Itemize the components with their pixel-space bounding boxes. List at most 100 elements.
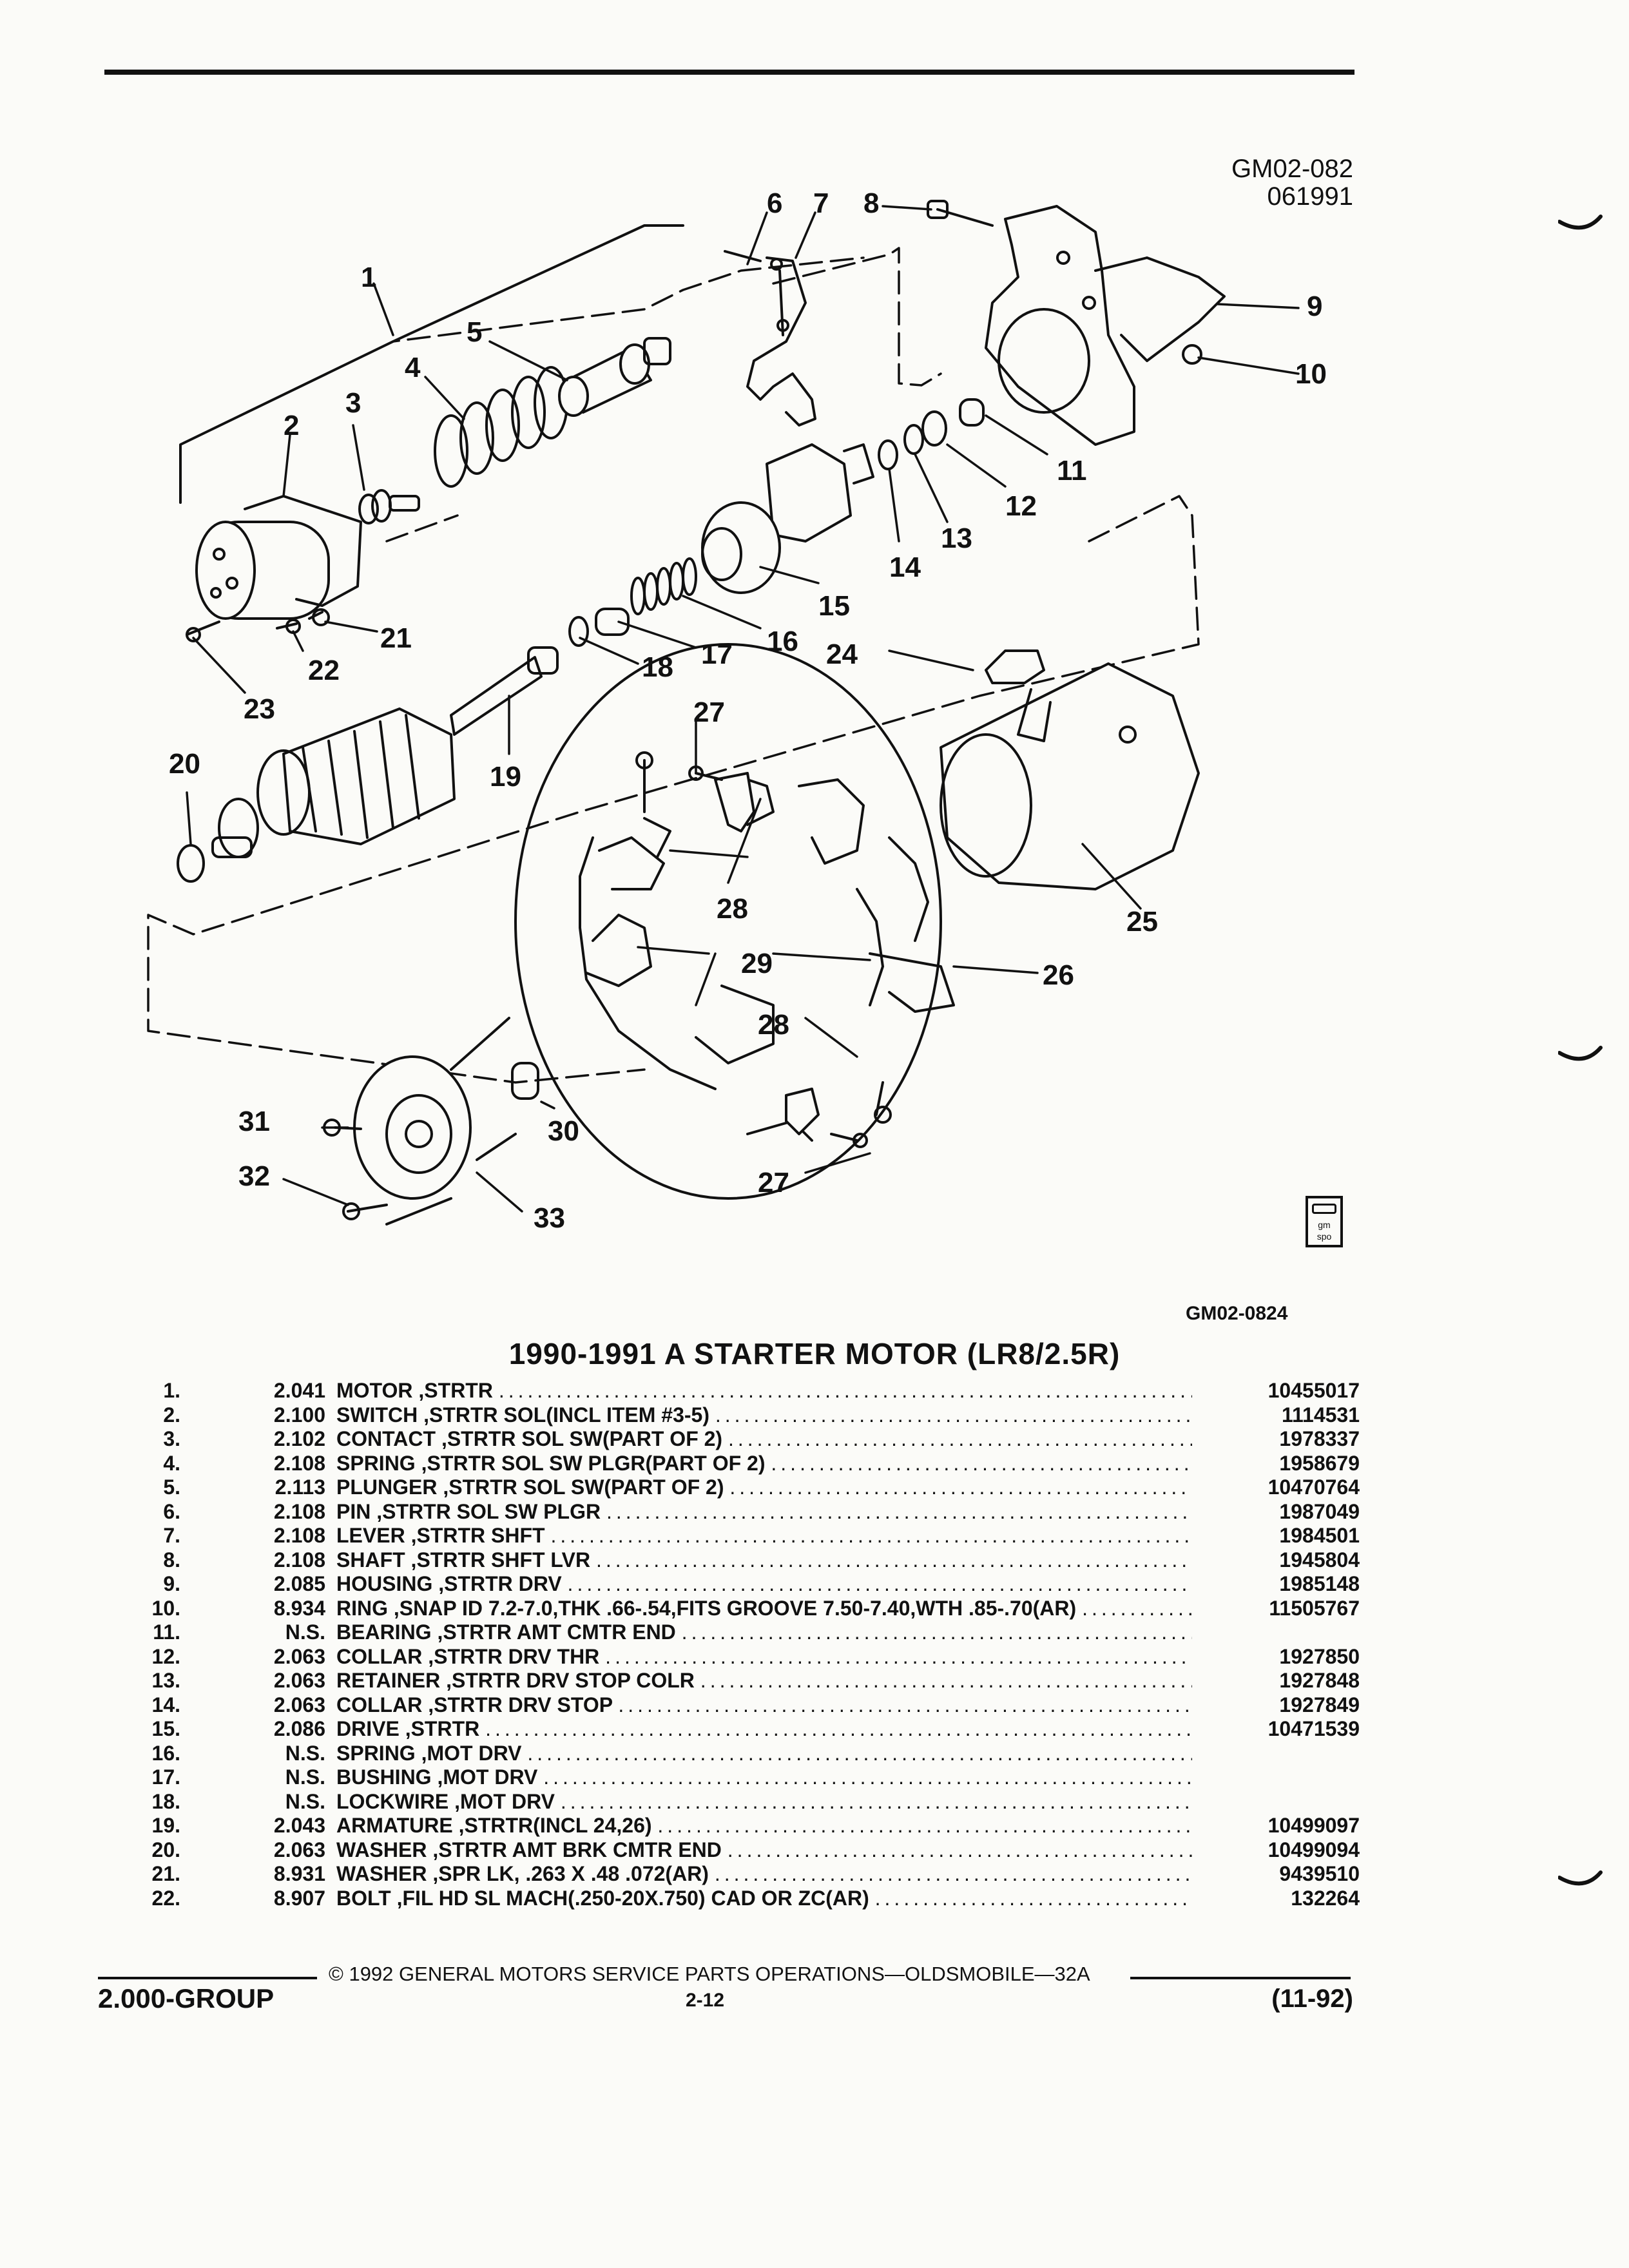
part-description: LOCKWIRE ,MOT DRV ......................… (336, 1789, 1192, 1813)
part-name: SHAFT (336, 1548, 405, 1571)
part-detail: ,STRTR DRV STOP (428, 1693, 613, 1716)
callout-24: 24 (826, 639, 858, 670)
item-number: 19. (151, 1814, 180, 1837)
item-number: 4. (163, 1451, 180, 1475)
part-name: HOUSING (336, 1572, 433, 1595)
part-number: 1985148 (1279, 1572, 1360, 1595)
part-name: BOLT (336, 1886, 391, 1910)
item-number: 10. (151, 1596, 180, 1620)
group-number: 2.108 (273, 1451, 325, 1475)
part-detail: ,STRTR AMT BRK CMTR END (432, 1838, 722, 1861)
item-number: 14. (151, 1693, 180, 1716)
diagram-date: 061991 (1267, 182, 1353, 211)
callout-4: 4 (405, 352, 421, 383)
page-title: 1990-1991 A STARTER MOTOR (LR8/2.5R) (508, 1337, 1121, 1370)
part-number: 9439510 (1279, 1862, 1360, 1885)
part-number: 1927850 (1279, 1644, 1360, 1668)
group-number: 8.907 (273, 1886, 325, 1910)
footer-rule-right (1130, 1977, 1351, 1979)
part-detail: ,STRTR SOL SW PLGR (376, 1499, 601, 1523)
figure-reference: GM02-0824 (1186, 1303, 1288, 1324)
item-number: 17. (151, 1765, 180, 1789)
part-name: SPRING (336, 1741, 416, 1765)
group-number: 2.063 (273, 1838, 325, 1861)
group-label: 2.000-GROUP (98, 1983, 275, 2013)
callout-32: 32 (238, 1160, 270, 1192)
part-name: PLUNGER (336, 1475, 438, 1499)
callout-23: 23 (244, 693, 275, 725)
item-number: 21. (151, 1862, 180, 1885)
gm-spo-logo: gm spo (1306, 1196, 1343, 1247)
part-name: RING (336, 1596, 388, 1620)
part-name: SWITCH (336, 1403, 418, 1427)
part-name: CONTACT (336, 1427, 436, 1450)
parts-row: 21. 8.931 WASHER ,SPR LK, .263 X .48 .072(… (122, 1862, 1360, 1887)
group-number: 2.086 (273, 1717, 325, 1740)
part-number: 1927848 (1279, 1669, 1360, 1692)
callout-33: 33 (534, 1202, 565, 1234)
part-description: SHAFT ,STRTR SHFT LVR ..................… (336, 1548, 1192, 1571)
part-detail: ,STRTR SHFT LVR (410, 1548, 591, 1571)
part-detail: ,SNAP ID 7.2-7.0,THK .66-.54,FITS GROOVE… (393, 1596, 1077, 1620)
part-number: 1114531 (1281, 1403, 1360, 1427)
binder-mark-icon (1558, 1046, 1603, 1061)
item-number: 13. (151, 1669, 180, 1692)
part-detail: ,STRTR (405, 1717, 480, 1740)
group-number: 2.108 (273, 1524, 325, 1547)
top-rule (104, 70, 1354, 75)
part-description: WASHER ,SPR LK, .263 X .48 .072(AR) ....… (336, 1862, 1192, 1885)
callout-13: 13 (941, 523, 972, 554)
part-name: SPRING (336, 1451, 416, 1475)
callout-8: 8 (863, 187, 879, 219)
part-number: 10499094 (1268, 1838, 1360, 1861)
callout-3: 3 (345, 387, 361, 419)
item-number: 20. (151, 1838, 180, 1861)
callout-numbers: 1 2 3 4 5 6 7 8 9 10 11 12 13 14 15 16 1… (169, 187, 1327, 1234)
callout-29: 29 (741, 948, 773, 979)
binder-mark-icon (1558, 1870, 1603, 1886)
part-name: ARMATURE (336, 1814, 453, 1837)
callout-21: 21 (380, 622, 412, 654)
group-number: 2.100 (273, 1403, 325, 1427)
part-detail: ,FIL HD SL MACH(.250-20X.750) CAD OR ZC(… (396, 1886, 869, 1910)
part-description: BOLT ,FIL HD SL MACH(.250-20X.750) CAD O… (336, 1886, 1192, 1910)
revision-date: (11-92) (1271, 1984, 1353, 2013)
part-name: LOCKWIRE (336, 1789, 449, 1813)
armature-drawing (211, 646, 559, 858)
part-description: BUSHING ,MOT DRV .......................… (336, 1765, 1192, 1789)
callout-14: 14 (889, 552, 921, 583)
part-description: MOTOR ,STRTR ...........................… (336, 1379, 1192, 1402)
brush-holder-drawing (579, 778, 955, 1142)
parts-row: 20. 2.063 WASHER ,STRTR AMT BRK CMTR END .… (122, 1838, 1360, 1863)
part-detail: ,STRTR AMT CMTR END (437, 1620, 676, 1644)
part-name: MOTOR (336, 1379, 413, 1402)
callout-12: 12 (1005, 490, 1037, 522)
callout-31: 31 (238, 1106, 270, 1137)
callout-17: 17 (701, 639, 733, 670)
part-description: HOUSING ,STRTR DRV .....................… (336, 1572, 1192, 1595)
part-description: CONTACT ,STRTR SOL SW(PART OF 2) .......… (336, 1427, 1192, 1450)
diagram-code: GM02-082 (1231, 155, 1353, 183)
part-name: COLLAR (336, 1644, 423, 1668)
end-frame-drawing (353, 1017, 517, 1225)
group-number: 8.931 (273, 1862, 325, 1885)
drive-drawing (701, 443, 874, 594)
part-description: ARMATURE ,STRTR(INCL 24,26) ............… (336, 1814, 1192, 1837)
group-number: 2.043 (273, 1814, 325, 1837)
callout-18: 18 (642, 651, 673, 683)
group-number: N.S. (285, 1741, 325, 1765)
callout-26: 26 (1043, 959, 1074, 991)
callout-20: 20 (169, 748, 200, 780)
drive-spring-drawing (630, 557, 697, 615)
binder-mark-icon (1558, 215, 1603, 230)
part-description: WASHER ,STRTR AMT BRK CMTR END .........… (336, 1838, 1192, 1861)
item-number: 5. (163, 1475, 180, 1499)
callout-6: 6 (767, 187, 782, 219)
